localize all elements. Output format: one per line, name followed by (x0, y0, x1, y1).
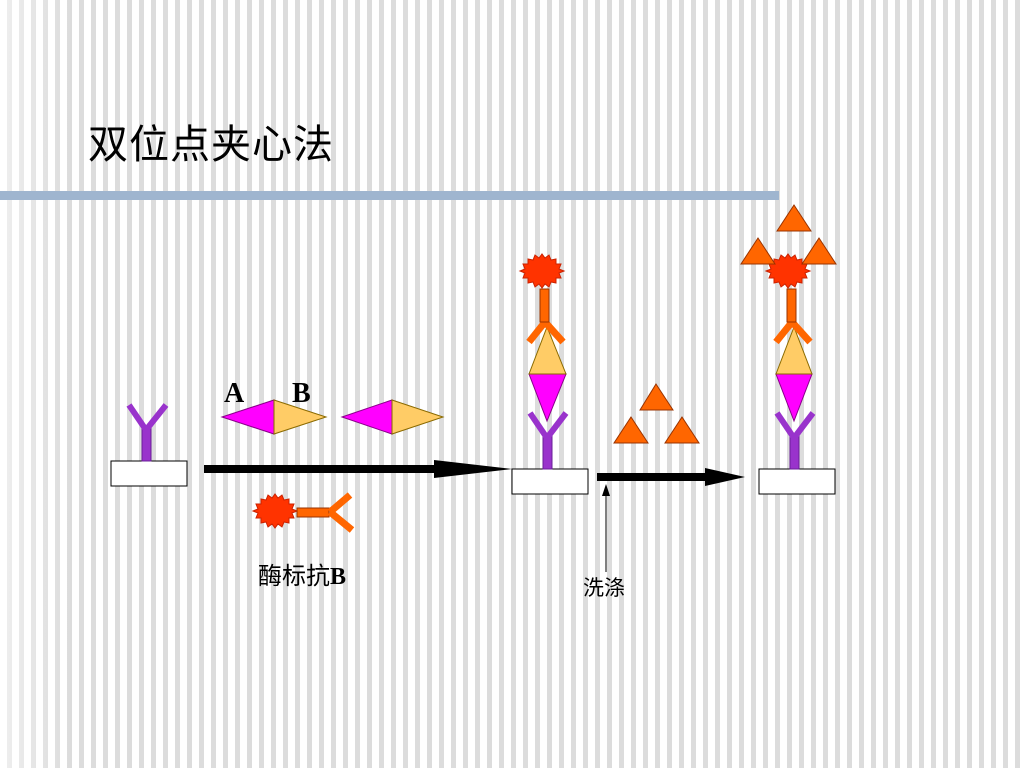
capture-antibody-1 (126, 403, 169, 462)
enzyme-burst (518, 253, 566, 289)
enzyme-antibody-label-suffix: B (330, 564, 347, 590)
detection-antibody-stem (786, 288, 797, 323)
antigen-a-label: A (224, 378, 245, 409)
process-arrow-1 (204, 460, 512, 478)
enzyme-antibody-label: 酶标抗B (258, 556, 346, 591)
antigen-b-bound (775, 325, 813, 375)
enzyme-antibody-label-text: 酶标抗 (258, 562, 330, 590)
solid-phase-3 (758, 468, 836, 495)
antigen-a-half (340, 399, 393, 435)
antigen-b-bound (528, 325, 567, 375)
detection-antibody-stem (539, 288, 550, 323)
antigen-a-bound (775, 373, 813, 423)
antigen-1 (220, 399, 328, 435)
wash-pointer (602, 484, 610, 572)
antigen-b-half (391, 399, 445, 435)
slide-title: 双位点夹心法 (88, 122, 334, 168)
enzyme-labeled-antibody-free (251, 492, 355, 533)
antigen-2 (340, 399, 445, 435)
antigen-a-bound (528, 373, 567, 423)
enzyme-burst (251, 493, 299, 529)
substrate-bound (740, 204, 837, 265)
enzyme-burst (764, 253, 812, 289)
sandwich-complex-2 (764, 253, 816, 470)
background-fade (0, 0, 70, 768)
antigen-b-label: B (292, 378, 311, 409)
substrate-free (613, 383, 700, 444)
solid-phase-2 (511, 468, 589, 495)
wash-label: 洗涤 (583, 576, 625, 600)
sandwich-complex-1 (518, 253, 569, 470)
capture-antibody-stem (789, 435, 800, 470)
process-arrow-2 (597, 468, 745, 486)
solid-phase-1 (110, 460, 188, 487)
title-rule (0, 191, 779, 200)
antigen-b-half (273, 399, 328, 435)
antigen-a-half (220, 399, 275, 435)
capture-antibody-stem (542, 435, 553, 470)
